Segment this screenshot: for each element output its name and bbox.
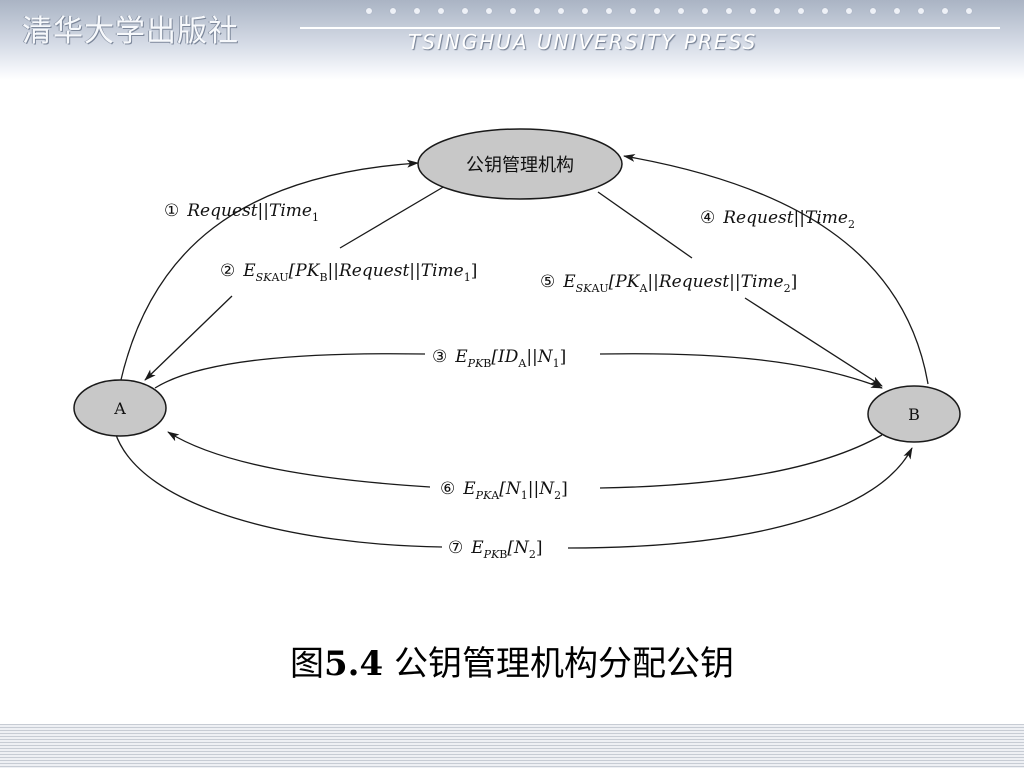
node-a-label: A [113,399,126,418]
decor-dot [510,8,516,14]
decor-dot [414,8,420,14]
slide-footer-stripes [0,724,1024,768]
decor-dot [798,8,804,14]
caption-text: 公钥管理机构分配公钥 [383,644,734,684]
decor-dot [534,8,540,14]
decor-dot [582,8,588,14]
decor-dot [870,8,876,14]
decor-dot [846,8,852,14]
decor-dot [654,8,660,14]
publisher-cn-logo: 清华大学出版社 [22,14,239,49]
figure-caption: 图5.4 公钥管理机构分配公钥 [0,636,1024,685]
edge-4-arrow [623,153,929,385]
decor-dot [606,8,612,14]
decor-dot [558,8,564,14]
header-dots [366,8,972,14]
caption-prefix: 图 [290,644,325,684]
node-a: A [73,379,167,437]
decor-dot [942,8,948,14]
decor-dot [822,8,828,14]
decor-dot [774,8,780,14]
decor-dot [390,8,396,14]
node-authority-label: 公钥管理机构 [466,155,574,176]
decor-dot [918,8,924,14]
header-divider [300,27,1000,29]
node-authority: 公钥管理机构 [417,128,623,200]
publisher-en-logo: TSINGHUA UNIVERSITY PRESS [408,30,758,54]
decor-dot [486,8,492,14]
edge-6-arrow [168,432,883,489]
edge-3-arrow [154,353,882,388]
decor-dot [702,8,708,14]
node-b: B [867,385,961,443]
caption-number: 5.4 [324,644,384,684]
decor-dot [630,8,636,14]
decor-dot [750,8,756,14]
decor-dot [894,8,900,14]
decor-dot [462,8,468,14]
edge-1-arrow [119,159,419,385]
edge-2-arrow [145,185,446,380]
decor-dot [366,8,372,14]
node-b-label: B [908,405,920,424]
decor-dot [726,8,732,14]
edge-5-arrow [597,191,882,386]
slide-header: 清华大学出版社 TSINGHUA UNIVERSITY PRESS [0,0,1024,80]
edge-7-arrow [114,431,912,549]
decor-dot [966,8,972,14]
decor-dot [438,8,444,14]
decor-dot [678,8,684,14]
